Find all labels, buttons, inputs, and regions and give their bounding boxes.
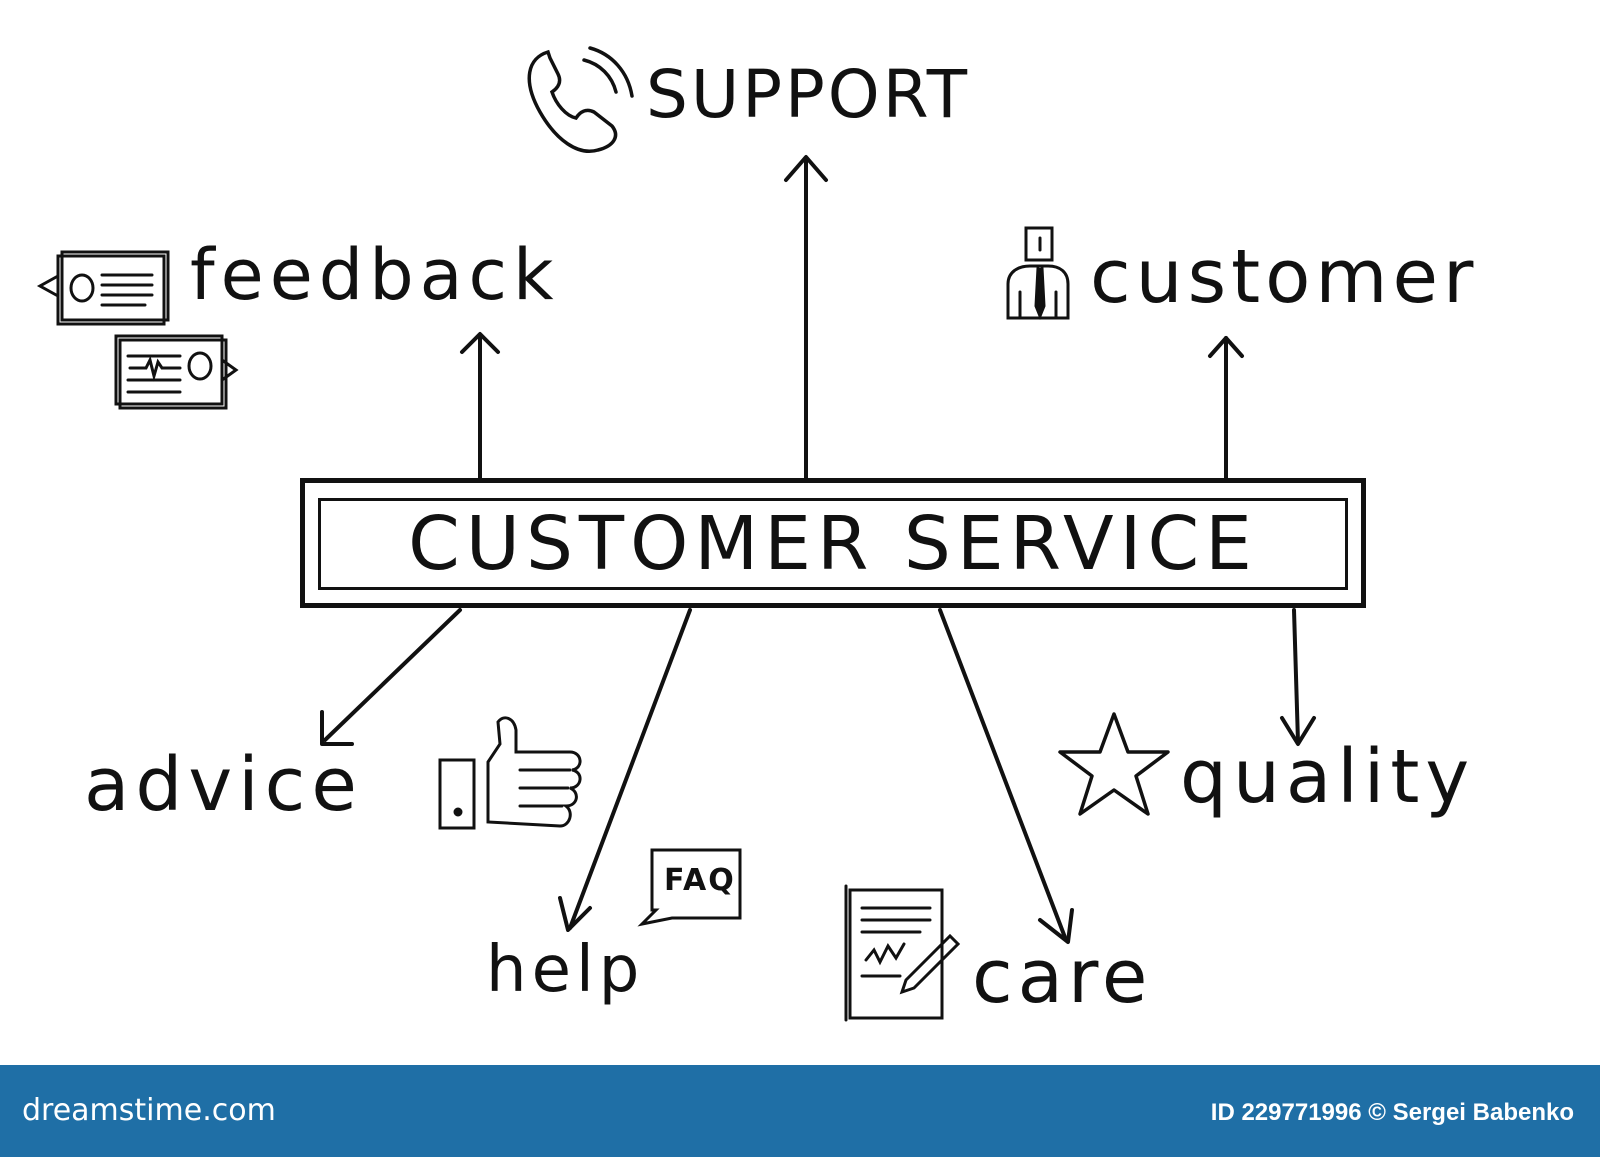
- footer-brand[interactable]: dreamstime.com: [22, 1093, 276, 1128]
- phone-icon: [527, 46, 634, 153]
- person-icon: [1006, 226, 1070, 321]
- thumbs-up-icon: [438, 716, 582, 830]
- node-label-help: help: [486, 933, 645, 1007]
- arrow-to-support: [784, 155, 828, 480]
- node-label-care: care: [972, 934, 1153, 1020]
- node-label-customer: customer: [1090, 234, 1479, 320]
- arrow-to-quality: [1280, 608, 1316, 746]
- node-label-feedback: feedback: [190, 234, 560, 316]
- center-node: CUSTOMER SERVICE: [318, 498, 1348, 590]
- faq-text: FAQ: [664, 863, 736, 898]
- arrow-to-help: [558, 608, 692, 932]
- mind-map: SUPPORT feedback customer advice help ca…: [36, 46, 1479, 1022]
- faq-bubble-icon: [637, 848, 742, 927]
- node-label-quality: quality: [1180, 734, 1476, 820]
- center-node-label: CUSTOMER SERVICE: [408, 501, 1258, 587]
- star-icon: [1058, 712, 1170, 816]
- watermark-footer: dreamstime.com ID 229771996 © Sergei Bab…: [0, 1065, 1600, 1157]
- chat-cards-icon: [36, 250, 239, 410]
- arrow-to-feedback: [460, 332, 500, 480]
- arrow-to-care: [938, 608, 1074, 944]
- arrow-to-customer: [1208, 336, 1244, 480]
- document-pen-icon: [844, 884, 961, 1022]
- connectors-layer: [36, 46, 1316, 1022]
- node-label-advice: advice: [84, 742, 363, 828]
- footer-credit: ID 229771996 © Sergei Babenko: [1210, 1099, 1574, 1126]
- node-label-support: SUPPORT: [646, 56, 971, 133]
- arrow-to-advice: [320, 608, 462, 746]
